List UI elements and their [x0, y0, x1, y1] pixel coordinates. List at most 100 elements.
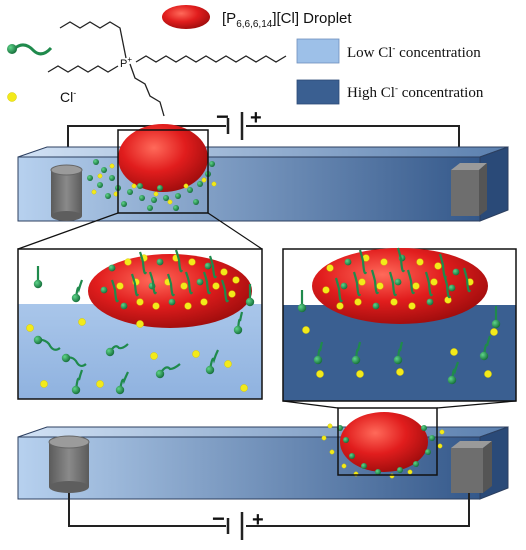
chloride-ion: [228, 290, 236, 298]
cation-tail: [118, 371, 129, 391]
zoom-panel-high: [282, 247, 517, 402]
cation-tail: [358, 249, 368, 275]
chloride-ion: [232, 276, 240, 284]
cation-head: [397, 467, 403, 473]
legend-low-label: Low Cl- concentration: [347, 43, 481, 61]
cation-tail: [208, 255, 218, 279]
cation-tail: [159, 363, 181, 375]
cation-head: [87, 175, 93, 181]
chloride-ion: [109, 163, 115, 169]
cation-head: [426, 298, 434, 306]
top-zoom-box: [117, 129, 209, 214]
chloride-ion: [167, 199, 173, 205]
bottom-zoom-box: [337, 407, 438, 476]
cation-head: [372, 302, 380, 310]
chloride-ion: [188, 258, 196, 266]
cation-tail: [74, 279, 84, 299]
cation-tail: [220, 279, 230, 303]
cation-head: [137, 183, 143, 189]
cation-head: [193, 199, 199, 205]
cation-head: [105, 347, 115, 357]
chloride-ion: [96, 380, 104, 388]
chloride-ion: [412, 282, 420, 290]
cation-head: [375, 469, 381, 475]
chloride-ion: [26, 324, 34, 332]
cation-head: [163, 195, 169, 201]
chloride-ion: [201, 177, 207, 183]
cation-tail: [74, 369, 84, 391]
chloride-ion: [450, 348, 458, 356]
chloride-ion: [91, 189, 97, 195]
bottom-battery-plus: +: [252, 509, 264, 531]
cation-head: [197, 181, 203, 187]
chloride-ion: [322, 286, 330, 294]
cation-head: [33, 335, 43, 345]
top-channel: [17, 146, 509, 222]
chloride-ion: [327, 423, 333, 429]
chloride-ion: [220, 268, 228, 276]
chloride-ion: [316, 370, 324, 378]
legend-chloride-icon: [7, 92, 17, 102]
chloride-ion: [192, 350, 200, 358]
chloride-ion: [131, 183, 137, 189]
legend-low-swatch: [296, 38, 340, 64]
cation-tail: [202, 271, 212, 295]
chloride-ion: [434, 262, 442, 270]
cation-head: [204, 262, 212, 270]
chloride-ion: [329, 449, 335, 455]
cation-head: [344, 258, 352, 266]
cation-tail: [438, 253, 448, 279]
chloride-ion: [336, 302, 344, 310]
cation-head: [97, 182, 103, 188]
cation-tail: [396, 247, 406, 273]
chloride-ion: [97, 173, 103, 179]
chloride-ion: [321, 435, 327, 441]
cation-head: [100, 286, 108, 294]
chloride-ion: [40, 380, 48, 388]
cation-tail: [174, 249, 184, 273]
cation-head: [196, 278, 204, 286]
chloride-ion: [136, 298, 144, 306]
phosphonium-structure-icon: [47, 21, 287, 117]
chloride-ion: [78, 318, 86, 326]
bottom-battery-minus: −: [212, 506, 225, 531]
cation-head: [351, 355, 361, 365]
legend: [P6,6,6,14][Cl] Droplet P+ Cl- Low Cl- c…: [7, 5, 484, 117]
chloride-ion: [326, 264, 334, 272]
cation-tail: [138, 251, 148, 275]
chloride-ion: [240, 384, 248, 392]
cation-head: [349, 453, 355, 459]
top-battery-minus: −: [216, 104, 229, 129]
cation-head: [245, 297, 255, 307]
chloride-ion: [150, 352, 158, 360]
phosphorus-atom-label: P+: [120, 55, 132, 70]
zoom-panel-low: [17, 248, 263, 400]
cation-head: [425, 449, 431, 455]
cation-tail: [482, 335, 492, 357]
chloride-ion: [224, 360, 232, 368]
top-droplet-particles: [87, 159, 217, 211]
cation-head: [156, 258, 164, 266]
cation-head: [109, 175, 115, 181]
cation-head: [139, 195, 145, 201]
chloride-ion: [180, 282, 188, 290]
bottom-droplet: [340, 412, 428, 472]
legend-high-swatch: [296, 79, 340, 105]
cation-tail: [450, 361, 460, 381]
cation-head: [205, 365, 215, 375]
chloride-ion: [341, 463, 347, 469]
chloride-ion: [302, 326, 310, 334]
cation-head: [313, 355, 323, 365]
chloride-ion: [354, 298, 362, 306]
cation-tail: [352, 271, 362, 297]
legend-high-label: High Cl- concentration: [347, 83, 484, 101]
bottom-droplet-particles: [321, 423, 445, 479]
chloride-ion: [153, 191, 159, 197]
legend-droplet-icon: [162, 5, 210, 29]
chloride-ion: [184, 302, 192, 310]
zoom-high-particles: [297, 247, 501, 385]
chloride-ion: [136, 320, 144, 328]
cation-head: [115, 385, 125, 395]
chloride-ion: [152, 302, 160, 310]
